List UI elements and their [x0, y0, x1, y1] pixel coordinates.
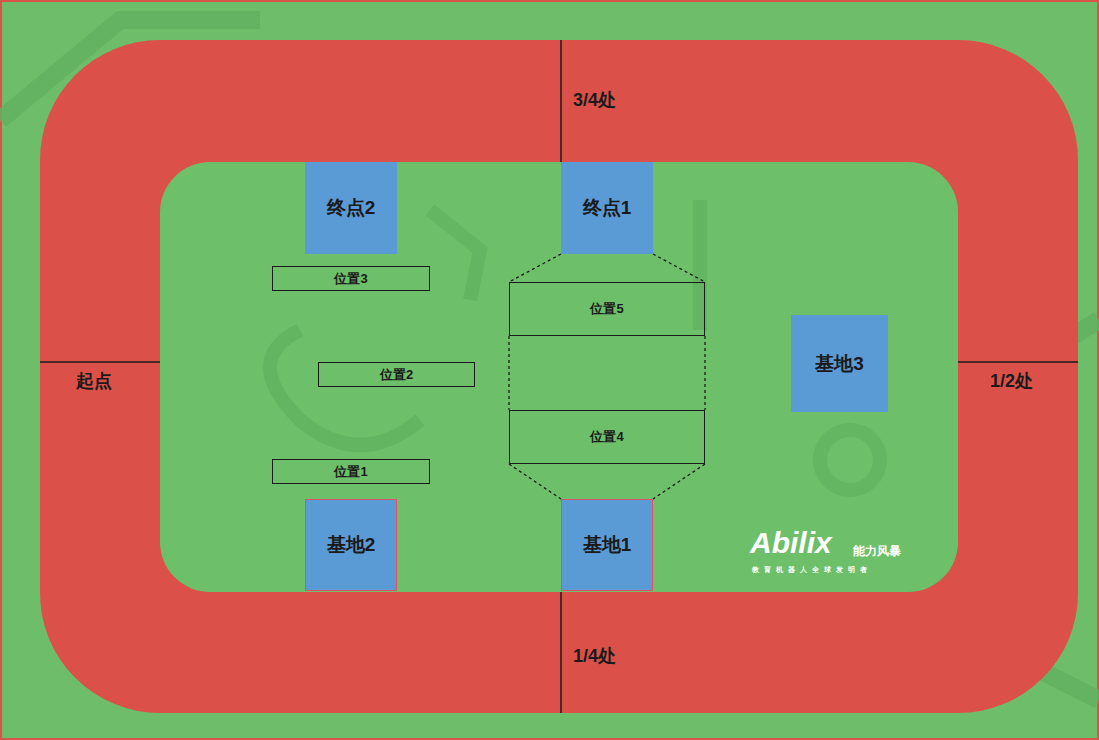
zone-box: 终点2: [305, 162, 397, 254]
position-box: 位置2: [318, 362, 475, 387]
position-box: 位置4: [509, 410, 705, 464]
track-marker-label: 3/4处: [573, 91, 616, 109]
zone-box: 基地1: [561, 499, 653, 591]
dotted-connector: [509, 336, 705, 410]
zone-label: 位置1: [334, 463, 367, 481]
zone-label: 位置4: [590, 428, 623, 446]
dotted-connector: [509, 464, 705, 499]
red-track: [40, 40, 1078, 713]
zone-box: 终点1: [561, 162, 653, 254]
dotted-connector: [509, 254, 705, 282]
zone-label: 基地2: [327, 532, 376, 558]
track-marker-label: 1/2处: [990, 372, 1033, 390]
track-marker-label: 起点: [76, 372, 112, 390]
inner-field: [160, 162, 958, 592]
zone-box: 基地3: [791, 315, 888, 412]
zone-label: 位置2: [380, 366, 413, 384]
zone-box: 基地2: [305, 499, 397, 591]
position-box: 位置3: [272, 266, 430, 291]
zone-label: 终点2: [327, 195, 376, 221]
zone-label: 基地1: [583, 532, 632, 558]
marker-line: [958, 361, 1078, 363]
zone-label: 位置3: [334, 270, 367, 288]
marker-line: [560, 592, 562, 713]
track-marker-label: 1/4处: [573, 647, 616, 665]
zone-label: 位置5: [590, 300, 623, 318]
zone-label: 基地3: [815, 351, 864, 377]
marker-line: [40, 361, 160, 363]
logo-subtext: 能力风暴: [853, 545, 901, 557]
position-box: 位置1: [272, 459, 430, 484]
logo-text: Abilix: [750, 528, 832, 558]
marker-line: [560, 40, 562, 162]
logo-tagline: 教育机器人全球发明者: [752, 566, 872, 573]
zone-label: 终点1: [583, 195, 632, 221]
position-box: 位置5: [509, 282, 705, 336]
track-marker-lines: [40, 40, 1078, 713]
